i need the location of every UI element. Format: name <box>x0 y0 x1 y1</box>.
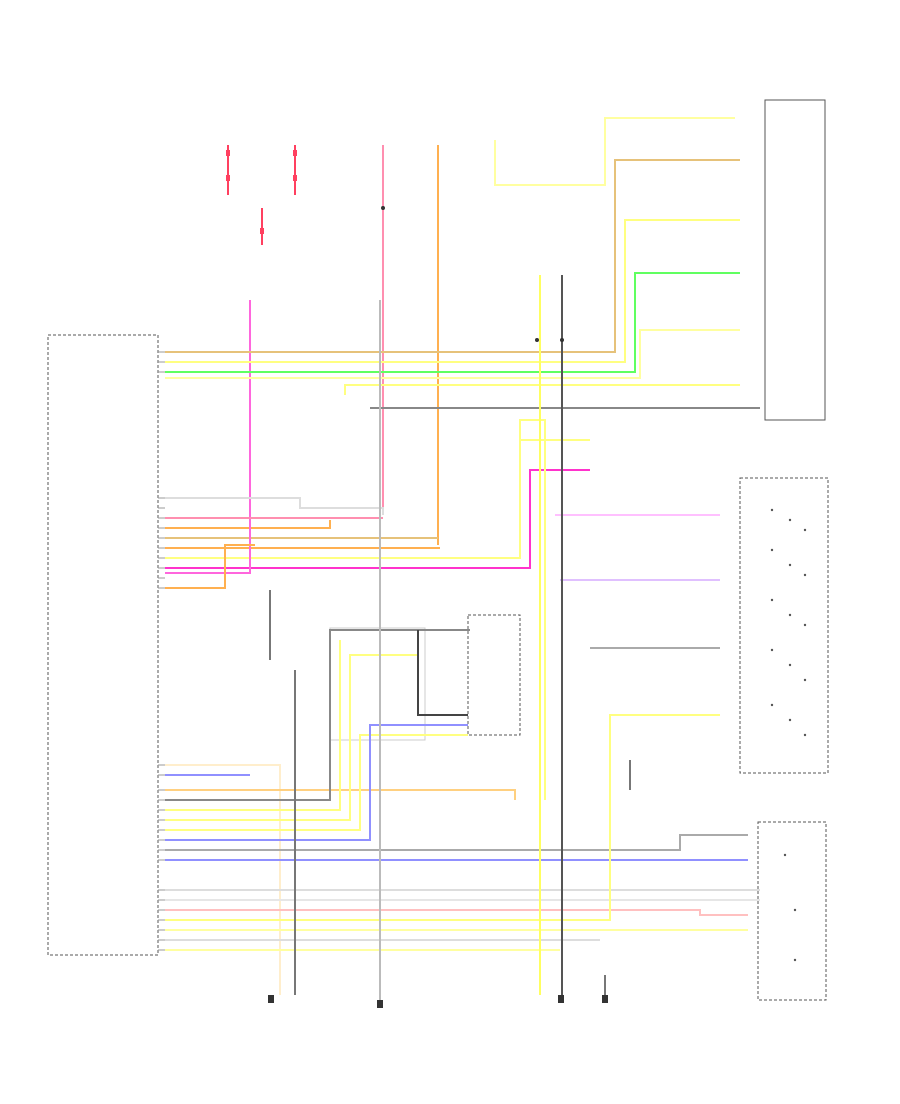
center-outline <box>329 627 426 741</box>
vertical-trunks <box>269 275 631 1005</box>
fuse-marks <box>226 150 297 234</box>
ground-markers <box>268 206 608 1008</box>
harness-wires <box>165 159 760 995</box>
module-pin-ticks <box>158 351 165 951</box>
center-component-box <box>467 614 521 736</box>
control-module-box <box>47 334 159 956</box>
top-feed-wires <box>227 117 735 545</box>
switch-contacts <box>770 508 807 962</box>
middle-right-module-box <box>739 477 829 774</box>
top-right-module-box <box>764 99 826 421</box>
bottom-right-module-box <box>757 821 827 1001</box>
